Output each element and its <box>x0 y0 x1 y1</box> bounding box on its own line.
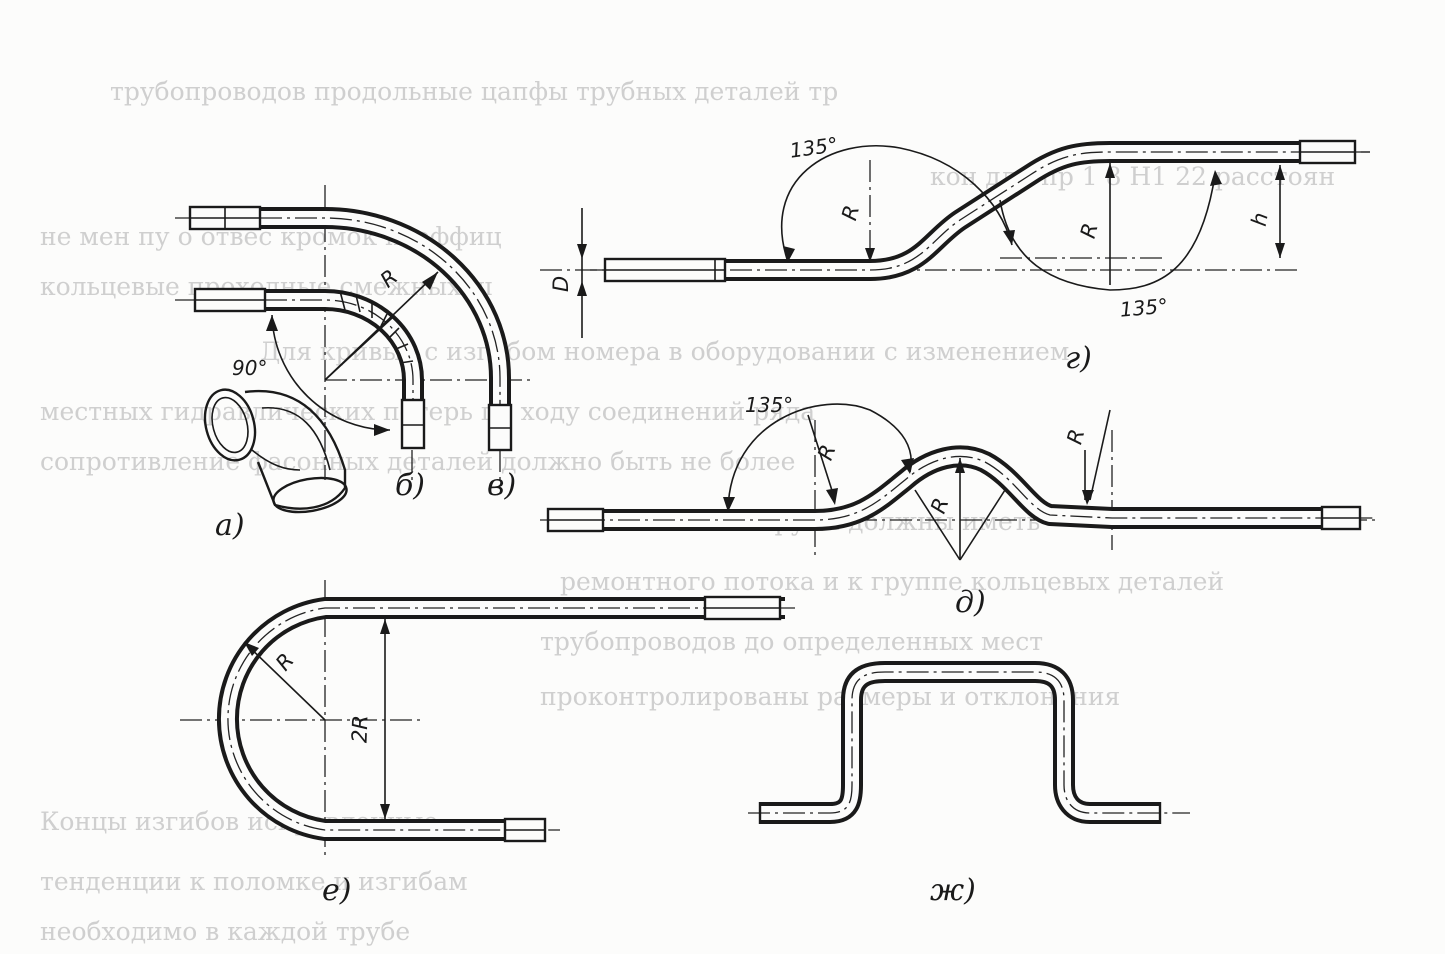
bleed-line: местных гидравлических потерь по ходу со… <box>40 397 815 426</box>
radius-line <box>807 414 836 501</box>
segment-joint <box>399 360 414 364</box>
arrow-head <box>865 248 875 262</box>
diameter-label: D <box>549 276 573 292</box>
double-radius-label: 2R <box>347 715 372 744</box>
arrow-head <box>1082 490 1094 505</box>
arrow-head <box>374 424 390 436</box>
arrow-head <box>1210 170 1222 186</box>
pipe-axis <box>590 151 1370 271</box>
arrow-head <box>577 244 587 259</box>
bend-90-group: R 90° <box>175 185 535 480</box>
arrow-head <box>723 497 735 512</box>
pipe-axis <box>195 299 414 448</box>
radius-label: R <box>837 203 864 223</box>
arrow-head <box>1003 230 1015 245</box>
arrow-head <box>901 458 914 474</box>
arrow-head <box>577 281 587 296</box>
bleed-line: трубопроводов продольные цапфы трубных д… <box>110 77 838 106</box>
elbow-opening-inner <box>211 396 249 454</box>
pipe-axis <box>190 217 501 450</box>
elbow-opening <box>203 388 257 462</box>
bleed-line: тенденции к поломке и изгибам <box>40 867 468 896</box>
offset-bend-g: D 135° R R 135° h <box>540 132 1370 338</box>
arrow-head <box>783 246 795 262</box>
arrow-head <box>1275 165 1285 180</box>
angle-label: 90° <box>232 356 267 380</box>
bleed-line: Для кривых с изгибом номера в оборудован… <box>260 337 1069 366</box>
radius-line <box>243 641 326 721</box>
elbow-shade <box>251 449 301 471</box>
angle-label: 135° <box>745 393 793 417</box>
bleed-line: ремонтного потока и к группе кольцевых д… <box>560 567 1224 596</box>
angle-label: 135° <box>788 132 839 162</box>
arrow-head <box>266 315 278 331</box>
loop-bend-d: 135° R R R <box>540 393 1375 561</box>
radius-line <box>959 489 1006 561</box>
elbow-shade <box>261 407 331 471</box>
bleed-line: трубопроводов до определенных мест <box>540 627 1043 656</box>
radius-line <box>1089 409 1111 501</box>
segment-joint <box>395 343 409 350</box>
u-bend-e: R 2R <box>180 580 795 860</box>
elbow-end <box>272 476 348 514</box>
pipe-axis <box>748 671 1190 814</box>
elbow-body <box>244 389 347 510</box>
segment-joint <box>355 294 361 313</box>
radius-line <box>914 489 961 561</box>
arrow-head <box>380 804 390 819</box>
elbow-sketch <box>203 388 348 514</box>
angle-arc <box>271 314 391 431</box>
weld-segments <box>339 290 414 364</box>
label-v: в) <box>487 468 516 503</box>
angle-arc <box>727 403 912 511</box>
arrow-head <box>955 458 965 473</box>
hat-bend-zh <box>748 661 1190 824</box>
label-a: а) <box>215 508 245 543</box>
pipe-end <box>400 398 426 450</box>
label-b: б) <box>395 468 425 503</box>
label-d: д) <box>955 585 986 620</box>
label-g: г) <box>1065 341 1092 376</box>
segment-joint <box>339 290 346 311</box>
pipe-axis <box>548 455 1375 521</box>
pipe-axis <box>227 607 795 831</box>
radius-label: R <box>813 441 841 463</box>
bleed-line: сопротивление фасонных деталей должно бы… <box>40 447 795 476</box>
radius-label: R <box>1076 220 1103 240</box>
arrow-head <box>422 272 438 290</box>
bleed-line: проконтролированы размеры и отклонения <box>540 682 1120 711</box>
radius-label: R <box>1062 427 1089 447</box>
bleed-through-text: трубопроводов продольные цапфы трубных д… <box>40 77 1335 946</box>
arrow-head <box>826 488 838 505</box>
segment-joint <box>389 327 400 338</box>
label-e: е) <box>322 873 351 908</box>
segment-joint <box>380 313 388 327</box>
arrow-head <box>380 619 390 634</box>
angle-arc <box>999 174 1216 291</box>
arrow-head <box>1275 243 1285 258</box>
angle-label: 135° <box>1119 294 1169 322</box>
height-label: h <box>1247 211 1273 228</box>
bleed-line: кон дли пр 1 8 Н1 22 расстоян <box>930 162 1335 191</box>
label-zh: ж) <box>930 873 976 908</box>
arrow-head <box>1105 163 1115 178</box>
bleed-line: необходимо в каждой трубе <box>40 917 410 946</box>
angle-arc <box>781 145 1013 263</box>
radius-line <box>324 317 393 381</box>
arrow-head <box>244 642 259 656</box>
